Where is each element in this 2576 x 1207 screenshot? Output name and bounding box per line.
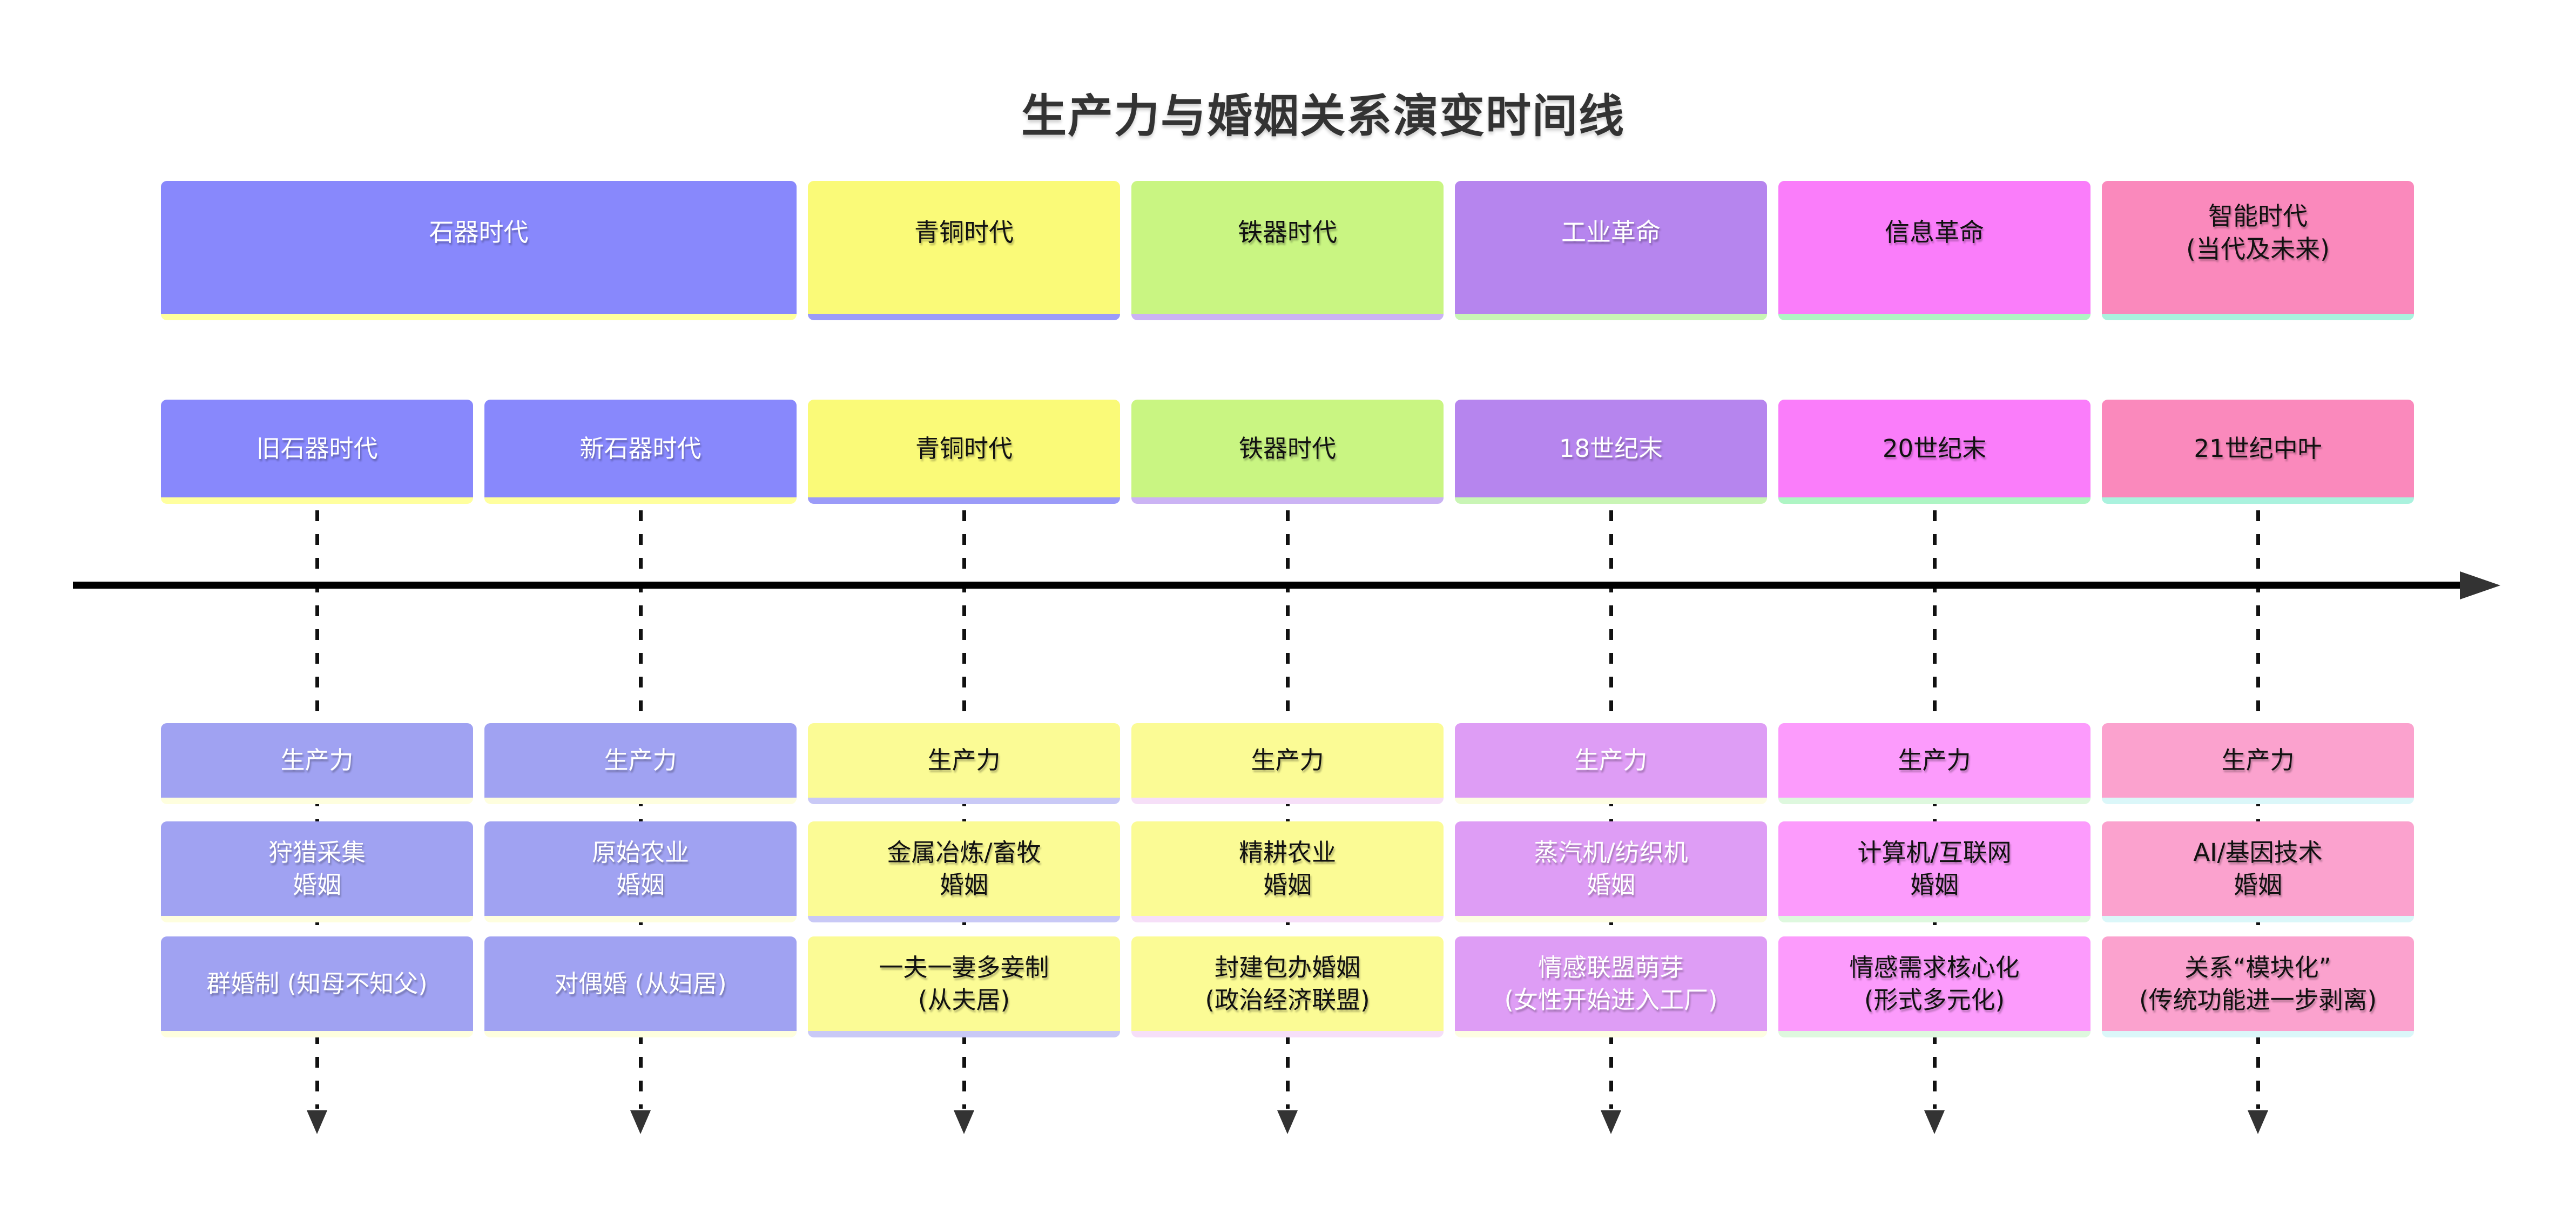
down-arrow-icon	[954, 1110, 974, 1134]
down-arrow-icon	[630, 1110, 651, 1134]
dashed-connector	[315, 510, 319, 1109]
dashed-connector	[2256, 510, 2260, 1109]
period-box: 20世纪末	[1778, 400, 2091, 504]
era-box: 工业革命	[1455, 181, 1767, 320]
event-box: 生产力	[1455, 723, 1767, 804]
era-box: 信息革命	[1778, 181, 2091, 320]
era-box: 石器时代	[161, 181, 797, 320]
event-box: AI/基因技术 婚姻	[2102, 821, 2414, 922]
event-row-detail: 狩猎采集 婚姻 原始农业 婚姻 金属冶炼/畜牧 婚姻 精耕农业 婚姻 蒸汽机/纺…	[161, 821, 2414, 922]
period-box: 新石器时代	[484, 400, 797, 504]
event-box: 狩猎采集 婚姻	[161, 821, 473, 922]
event-row-productivity: 生产力 生产力 生产力 生产力 生产力 生产力 生产力	[161, 723, 2414, 804]
era-box: 铁器时代	[1131, 181, 1444, 320]
event-box: 情感需求核心化 (形式多元化)	[1778, 936, 2091, 1037]
event-box: 群婚制 (知母不知父)	[161, 936, 473, 1037]
event-box: 生产力	[161, 723, 473, 804]
diagram-title: 生产力与婚姻关系演变时间线	[1021, 90, 1625, 143]
event-box: 计算机/互联网 婚姻	[1778, 821, 2091, 922]
event-box: 封建包办婚姻 (政治经济联盟)	[1131, 936, 1444, 1037]
timeline-axis	[73, 582, 2462, 589]
era-box: 智能时代 (当代及未来)	[2102, 181, 2414, 320]
event-box: 情感联盟萌芽 (女性开始进入工厂)	[1455, 936, 1767, 1037]
event-box: 原始农业 婚姻	[484, 821, 797, 922]
event-box: 生产力	[484, 723, 797, 804]
dashed-connector	[1933, 510, 1937, 1109]
down-arrow-icon	[2248, 1110, 2268, 1134]
event-box: 对偶婚 (从妇居)	[484, 936, 797, 1037]
event-box: 一夫一妻多妾制 (从夫居)	[808, 936, 1120, 1037]
event-box: 关系“模块化” (传统功能进一步剥离)	[2102, 936, 2414, 1037]
dashed-connector	[1609, 510, 1613, 1109]
event-box: 生产力	[808, 723, 1120, 804]
event-box: 精耕农业 婚姻	[1131, 821, 1444, 922]
period-box: 21世纪中叶	[2102, 400, 2414, 504]
event-box: 金属冶炼/畜牧 婚姻	[808, 821, 1120, 922]
era-box: 青铜时代	[808, 181, 1120, 320]
dashed-connector	[1286, 510, 1290, 1109]
period-box: 18世纪末	[1455, 400, 1767, 504]
period-box: 铁器时代	[1131, 400, 1444, 504]
down-arrow-icon	[1601, 1110, 1621, 1134]
event-box: 生产力	[2102, 723, 2414, 804]
era-row: 石器时代 青铜时代 铁器时代 工业革命 信息革命 智能时代 (当代及未来)	[161, 181, 2414, 320]
down-arrow-icon	[307, 1110, 327, 1134]
event-box: 生产力	[1131, 723, 1444, 804]
period-box: 旧石器时代	[161, 400, 473, 504]
event-row-marriage: 群婚制 (知母不知父) 对偶婚 (从妇居) 一夫一妻多妾制 (从夫居) 封建包办…	[161, 936, 2414, 1037]
right-arrow-icon	[2460, 571, 2500, 599]
event-box: 生产力	[1778, 723, 2091, 804]
down-arrow-icon	[1924, 1110, 1945, 1134]
period-row: 旧石器时代 新石器时代 青铜时代 铁器时代 18世纪末 20世纪末 21世纪中叶	[161, 400, 2414, 504]
period-box: 青铜时代	[808, 400, 1120, 504]
dashed-connector	[962, 510, 966, 1109]
event-box: 蒸汽机/纺织机 婚姻	[1455, 821, 1767, 922]
down-arrow-icon	[1277, 1110, 1298, 1134]
dashed-connector	[639, 510, 643, 1109]
